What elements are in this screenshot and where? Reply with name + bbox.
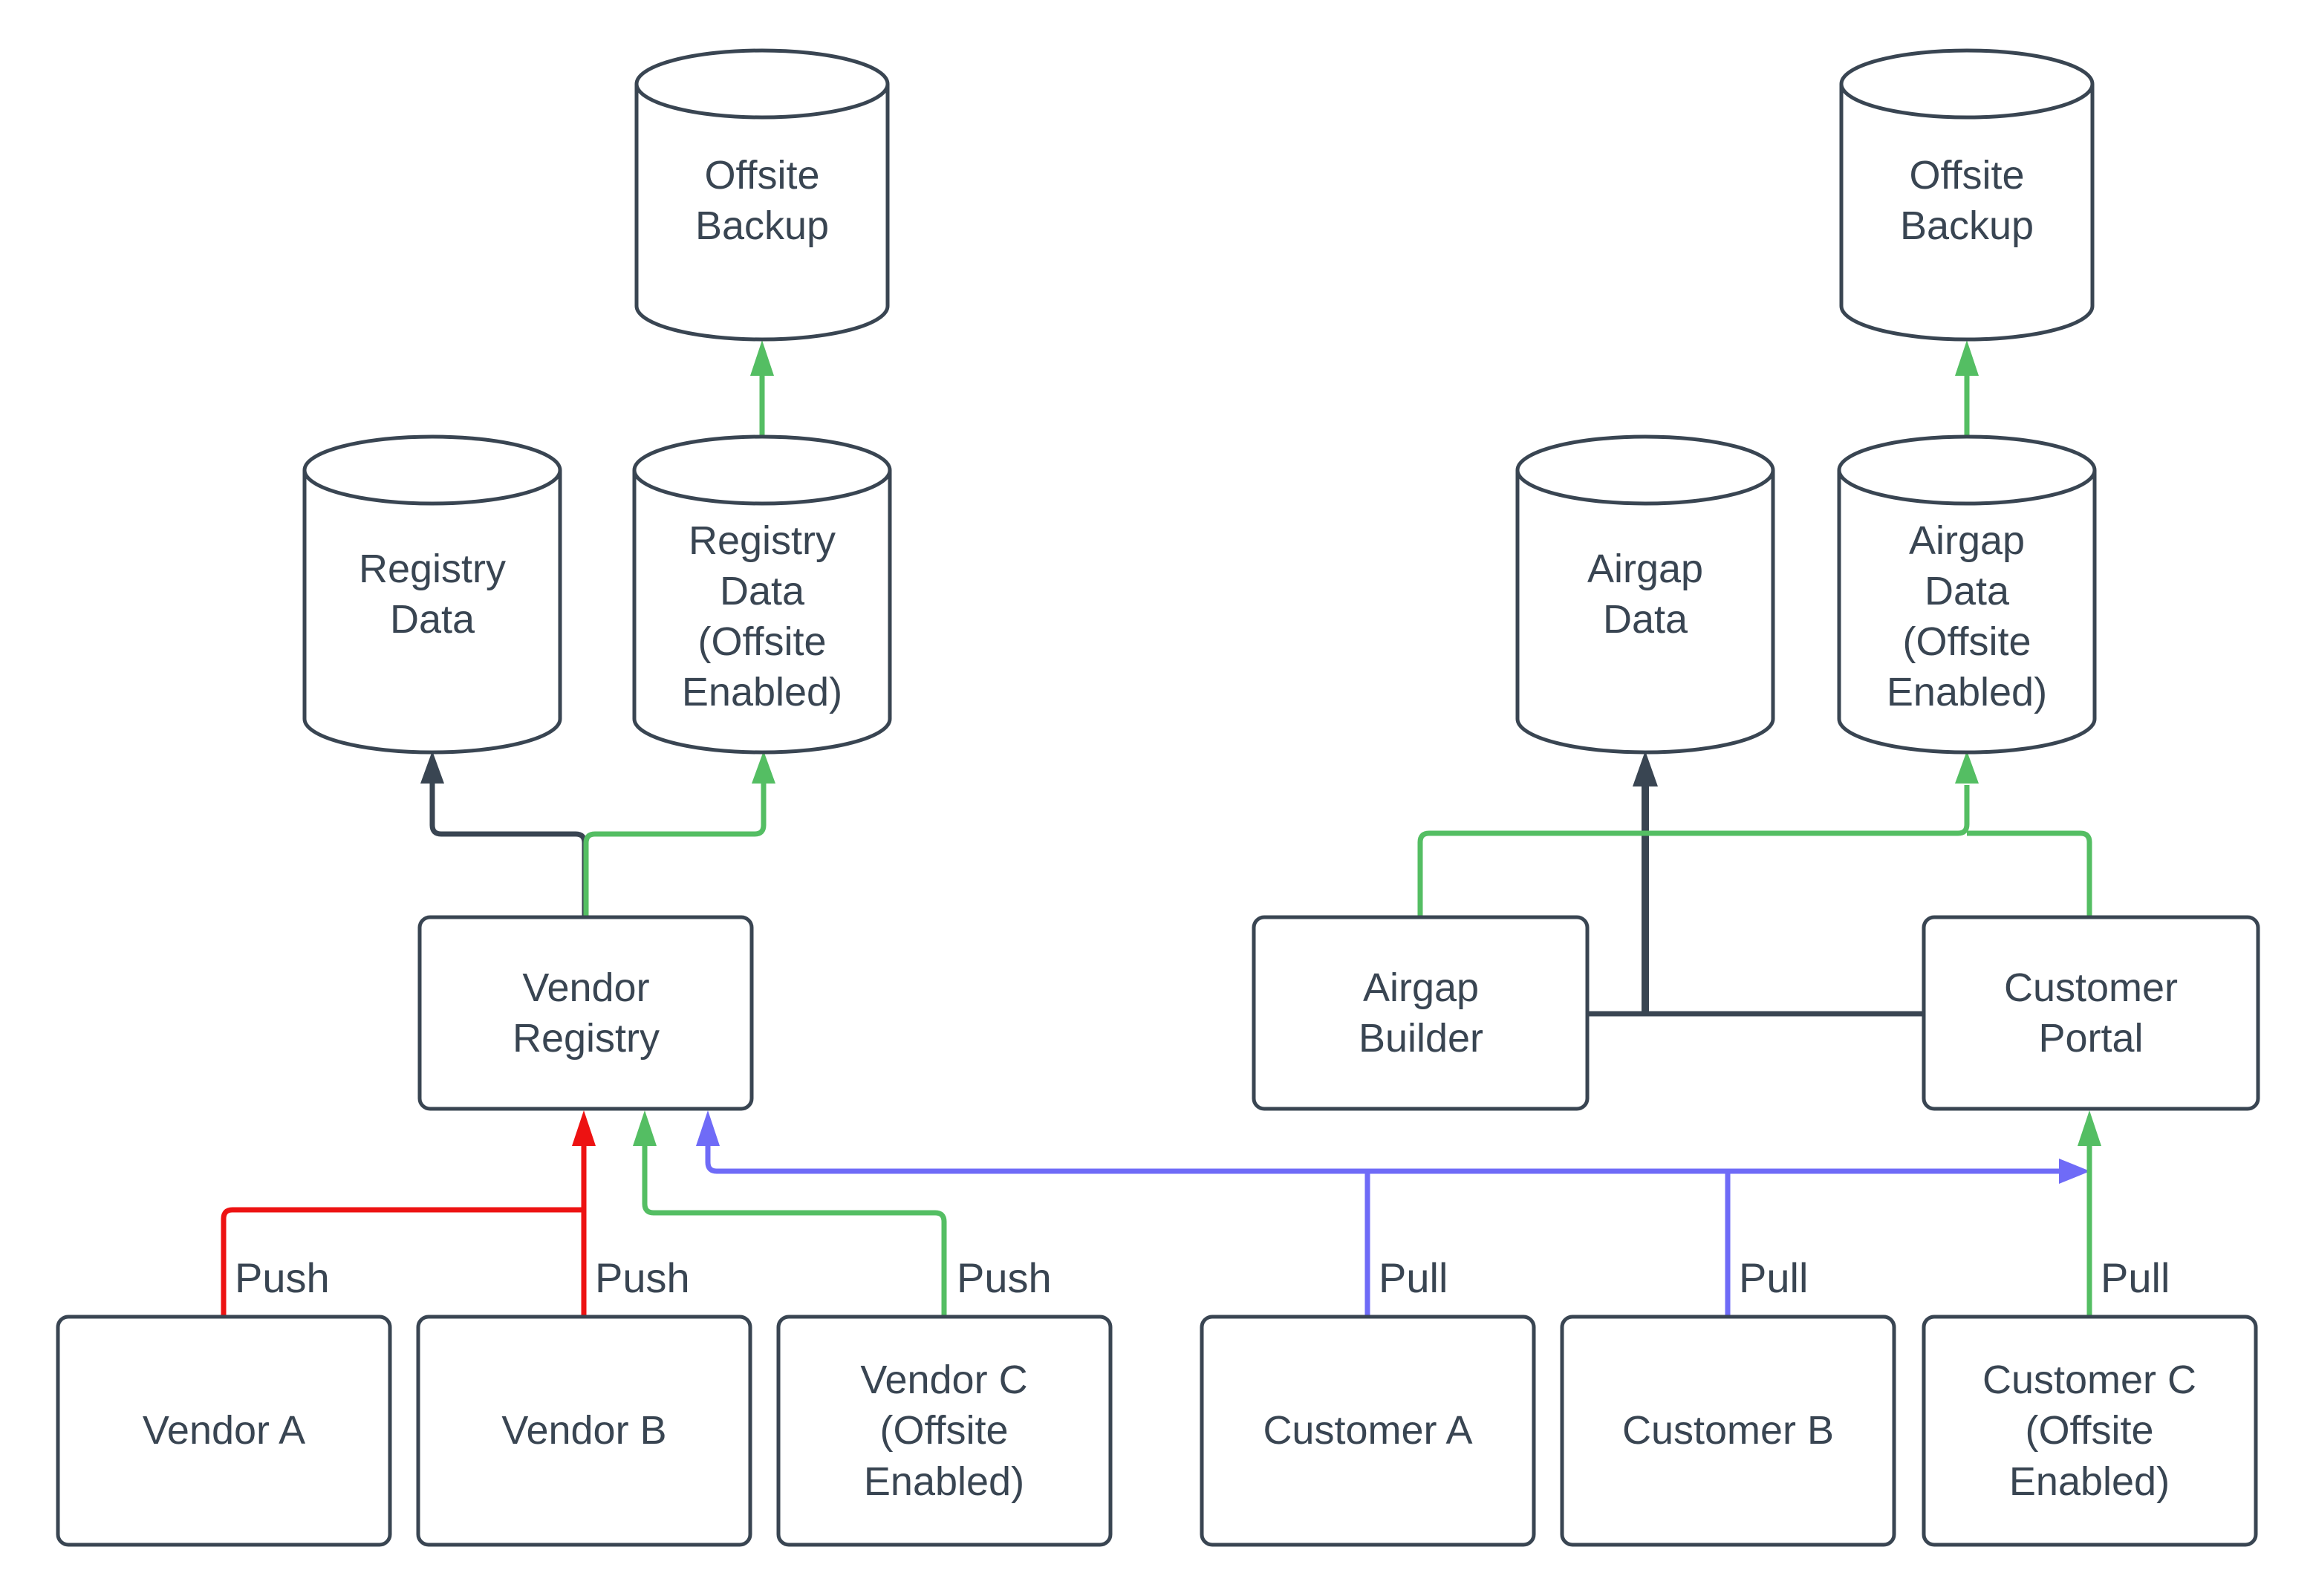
edge-portal-to-offsite-data: [1967, 830, 2092, 919]
cylinder-airgap-data-offsite: [1837, 434, 2097, 755]
arrowhead-registry-offsite-data: [752, 751, 775, 784]
edge-label-pull-b: Pull: [1739, 1254, 1809, 1301]
edge-builder-to-offsite-data: [1417, 785, 1970, 917]
edge-label-push-a: Push: [235, 1254, 330, 1301]
edge-vendor-c-push: [642, 1144, 947, 1317]
label-vendor-a: Vendor A: [142, 1408, 306, 1453]
edge-label-push-b: Push: [595, 1254, 690, 1301]
label-vendor-c: Vendor C (Offsite Enabled): [860, 1358, 1028, 1504]
arrowhead-registry-blue: [696, 1110, 720, 1146]
box-vendor-registry: [417, 915, 754, 1111]
label-offsite-backup-left: Offsite Backup: [694, 152, 830, 248]
box-customer-portal: [1922, 915, 2260, 1111]
arrowhead-left-offsite-backup: [750, 340, 774, 376]
label-airgap-data: Airgap Data: [1587, 546, 1704, 642]
arrowhead-vendor-push: [572, 1110, 596, 1146]
cylinder-registry-data-offsite: [632, 434, 892, 755]
box-airgap-builder: [1252, 915, 1590, 1111]
label-offsite-backup-right: Offsite Backup: [1899, 152, 2034, 248]
edge-vendor-a-push: [221, 1207, 584, 1317]
edge-customer-pull-rail: [705, 1144, 2077, 1174]
edge-label-pull-c: Pull: [2101, 1254, 2170, 1301]
cylinder-offsite-backup-left: [634, 48, 890, 342]
box-customer-b: [1560, 1315, 1896, 1547]
edge-registry-to-registry-data: [429, 782, 588, 917]
box-customer-c: [1922, 1315, 2258, 1547]
arrowhead-registry-data: [420, 751, 444, 784]
label-customer-portal: Customer Portal: [2003, 965, 2179, 1061]
arrowhead-airgap-offsite-data: [1955, 751, 1979, 784]
cylinder-airgap-data: [1515, 434, 1775, 755]
label-airgap-builder: Airgap Builder: [1358, 965, 1484, 1061]
label-customer-a: Customer A: [1263, 1408, 1473, 1453]
label-vendor-b: Vendor B: [501, 1408, 667, 1453]
label-customer-b: Customer B: [1621, 1408, 1835, 1453]
box-vendor-b: [416, 1315, 752, 1547]
edge-registry-to-offsite-data: [583, 784, 767, 917]
box-customer-a: [1200, 1315, 1536, 1547]
arrowhead-right-offsite-backup: [1955, 340, 1979, 376]
label-vendor-registry: Vendor Registry: [512, 965, 660, 1061]
label-customer-c: Customer C (Offsite Enabled): [1982, 1358, 2197, 1504]
label-airgap-data-offsite: Airgap Data (Offsite Enabled): [1886, 518, 2048, 715]
cylinder-offsite-backup-right: [1839, 48, 2095, 342]
arrowhead-customer-c-pull: [2078, 1110, 2101, 1146]
label-registry-data: Registry Data: [358, 546, 507, 642]
arrowhead-pull-right: [2059, 1159, 2090, 1184]
arrowhead-vendor-c-push: [633, 1110, 657, 1146]
edge-label-push-c: Push: [957, 1254, 1052, 1301]
box-vendor-a: [56, 1315, 392, 1547]
edge-label-pull-a: Pull: [1379, 1254, 1448, 1301]
box-vendor-c: [776, 1315, 1113, 1547]
arrowhead-airgap-data: [1633, 751, 1658, 786]
label-registry-data-offsite: Registry Data (Offsite Enabled): [681, 518, 843, 715]
cylinder-registry-data: [302, 434, 562, 755]
